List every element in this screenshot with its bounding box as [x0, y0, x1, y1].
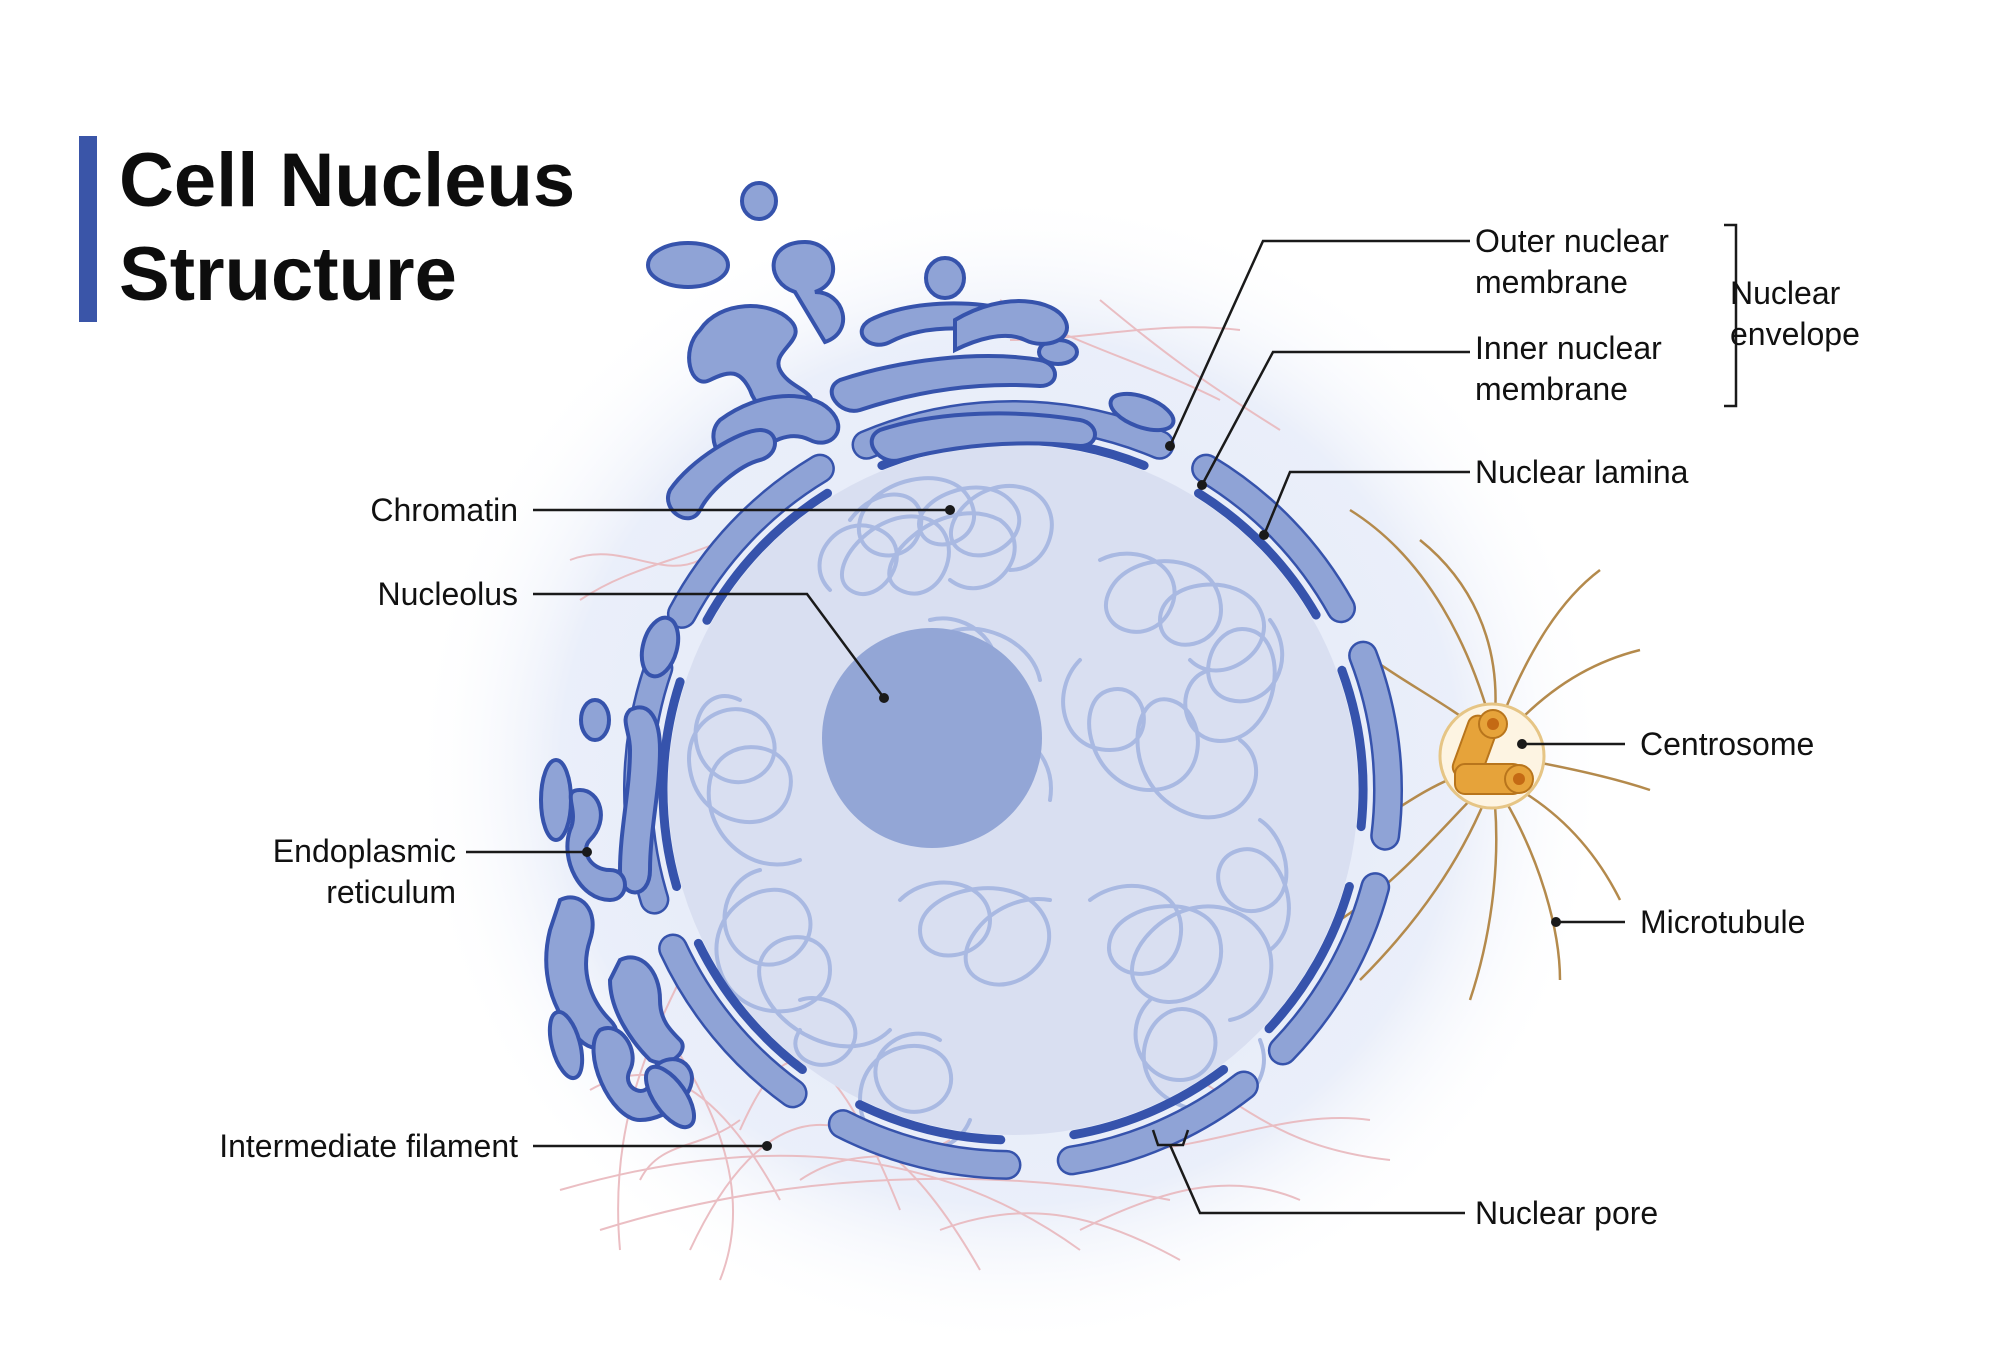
- title-accent-bar: [79, 136, 97, 322]
- endoplasmic-reticulum: [539, 181, 1176, 1130]
- centriole-2: [1454, 763, 1534, 795]
- outer-membrane-segment: [1350, 643, 1401, 849]
- leader-lines: [466, 223, 1738, 1215]
- page-title: Cell Nucleus Structure: [119, 138, 576, 317]
- outer-membrane-segment: [660, 936, 806, 1106]
- inner-membrane-segment: [1264, 882, 1354, 1034]
- label-intermediate-filament: Intermediate filament: [219, 1128, 518, 1164]
- outer-membrane-segment: [1193, 456, 1354, 621]
- inner-membrane-segment: [1069, 1065, 1229, 1140]
- label-centrosome: Centrosome: [1640, 726, 1814, 762]
- label-nuclear-pore: Nuclear pore: [1475, 1195, 1658, 1231]
- label-nuclear-lamina: Nuclear lamina: [1475, 454, 1689, 490]
- inner-membrane-segment: [1337, 665, 1368, 832]
- outer-membrane-segment: [1059, 1073, 1257, 1173]
- outer-membrane-segment: [830, 1111, 1019, 1178]
- outer-membrane-segment: [1270, 874, 1388, 1063]
- centrosome: [1438, 702, 1546, 810]
- label-chromatin: Chromatin: [370, 492, 518, 528]
- label-nucleolus: Nucleolus: [377, 576, 518, 612]
- nucleolus: [822, 628, 1042, 848]
- label-microtubule: Microtubule: [1640, 904, 1805, 940]
- inner-membrane-segment: [693, 938, 807, 1074]
- inner-membrane-segment: [1194, 488, 1321, 620]
- inner-membrane-segment: [855, 1100, 1006, 1145]
- inner-membrane-segment: [702, 488, 832, 625]
- inner-membrane-segment: [658, 677, 685, 891]
